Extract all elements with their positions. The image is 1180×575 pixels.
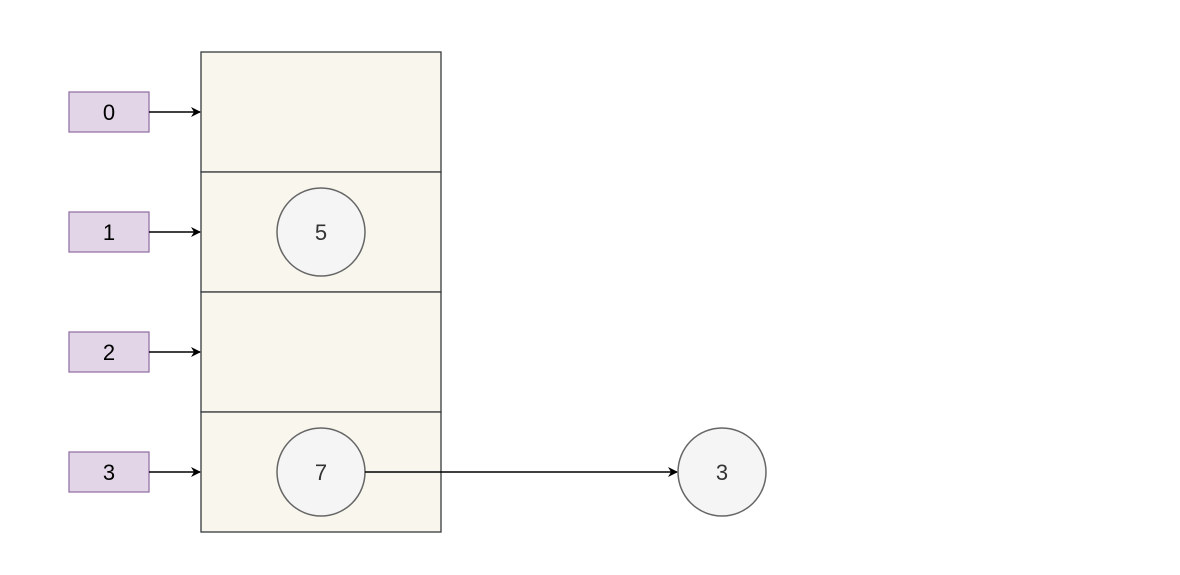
node-bucket-3: 7 — [276, 427, 366, 517]
bucket-2 — [200, 291, 442, 413]
index-label-1: 1 — [68, 211, 150, 253]
index-box-3 — [68, 451, 150, 493]
index-box-0 — [68, 91, 150, 133]
chained-node-value: 3 — [716, 460, 728, 485]
index-text-2: 2 — [103, 340, 115, 365]
index-box-1 — [68, 211, 150, 253]
index-text-1: 1 — [103, 220, 115, 245]
index-label-0: 0 — [68, 91, 150, 133]
node-circle-5 — [276, 187, 366, 277]
node-bucket-1: 5 — [276, 187, 366, 277]
index-label-3: 3 — [68, 451, 150, 493]
chained-node-circle — [677, 427, 767, 517]
node-value-5: 5 — [315, 220, 327, 245]
bucket-0 — [200, 51, 442, 173]
index-text-0: 0 — [103, 100, 115, 125]
index-text-3: 3 — [103, 460, 115, 485]
index-box-2 — [68, 331, 150, 373]
index-label-2: 2 — [68, 331, 150, 373]
node-value-7: 7 — [315, 460, 327, 485]
chained-node: 3 — [677, 427, 767, 517]
